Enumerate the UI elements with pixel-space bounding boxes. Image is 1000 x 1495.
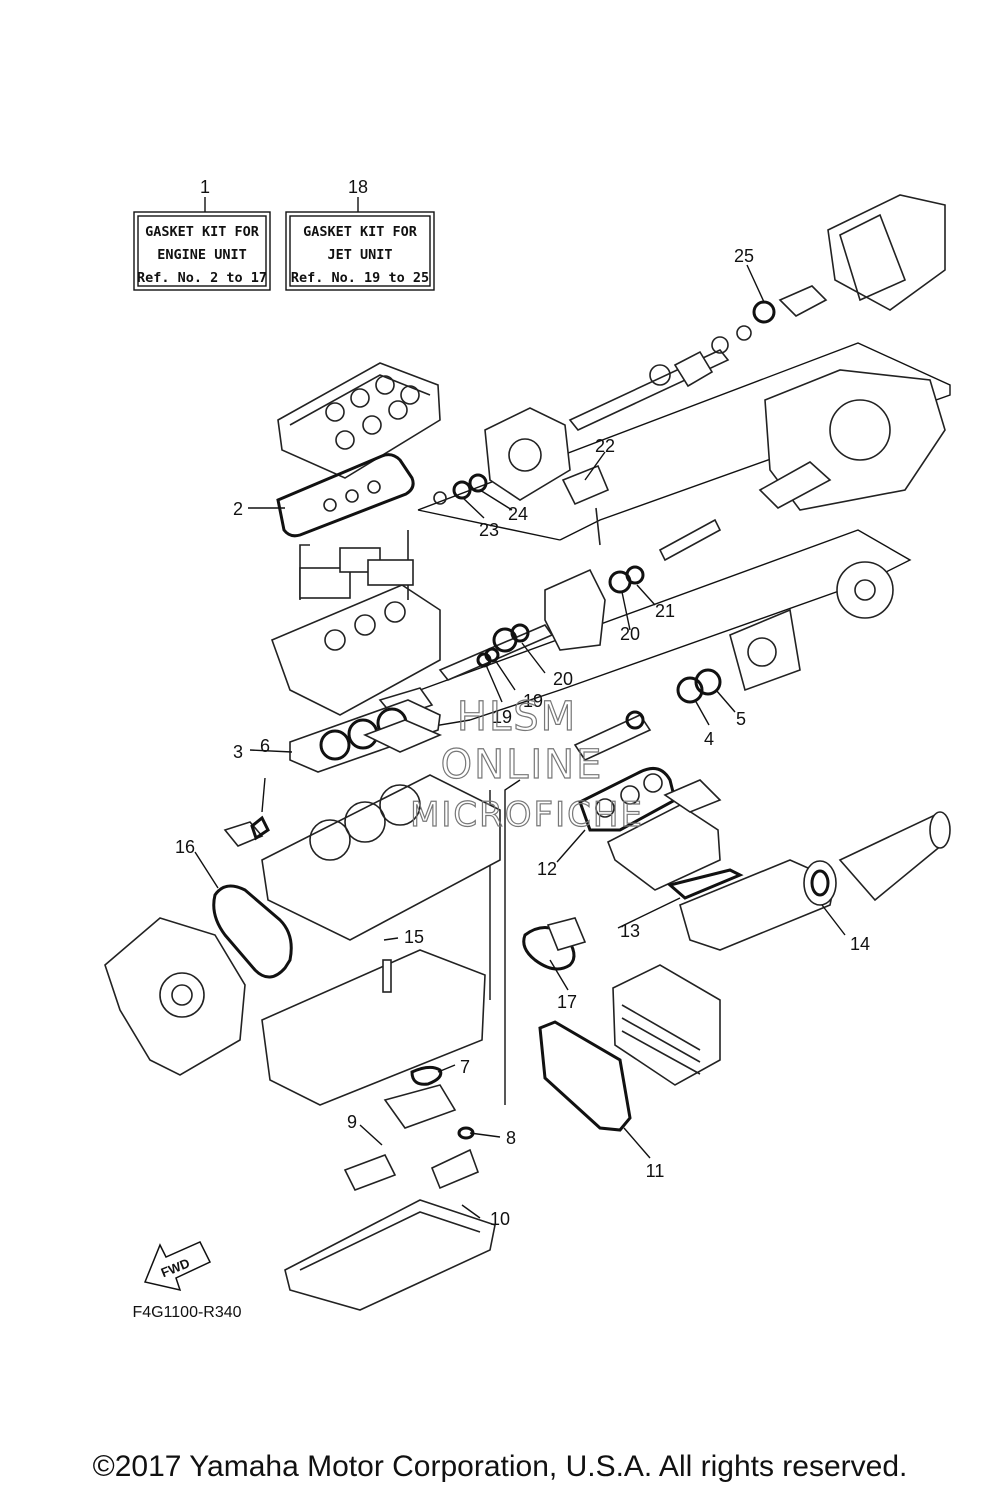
kit-ref-engine: 1 — [200, 177, 210, 197]
assembly-guide-lines — [379, 342, 951, 1105]
drive-shaft-middle — [438, 518, 722, 681]
cylinder-head-cover — [277, 362, 441, 479]
callout-label[interactable]: 19 — [492, 707, 512, 727]
callout-label[interactable]: 21 — [655, 601, 675, 621]
jet-nozzle — [752, 194, 946, 324]
oil-cooler — [612, 964, 721, 1086]
kit-box-jet[interactable]: 18 GASKET KIT FOR JET UNIT Ref. No. 19 t… — [285, 177, 435, 291]
callout-label[interactable]: 10 — [490, 1209, 510, 1229]
oil-pan — [284, 1199, 496, 1311]
callout-label[interactable]: 14 — [850, 934, 870, 954]
callout-label[interactable]: 15 — [404, 927, 424, 947]
oil-cooler-gasket — [538, 1020, 632, 1132]
callout-label[interactable]: 20 — [553, 669, 573, 689]
callout-label[interactable]: 19 — [523, 691, 543, 711]
kit-line: JET UNIT — [327, 247, 392, 263]
callout-label[interactable]: 6 — [260, 736, 270, 756]
crankcase-lower — [261, 949, 486, 1106]
callout-label[interactable]: 5 — [736, 709, 746, 729]
leader-lines — [194, 264, 846, 1219]
exhaust-pipe — [666, 811, 951, 951]
callout-label[interactable]: 16 — [175, 837, 195, 857]
callout-label[interactable]: 23 — [479, 520, 499, 540]
kit-line: GASKET KIT FOR — [303, 224, 418, 240]
cylinder-head — [270, 530, 441, 719]
drive-shaft-upper — [568, 325, 752, 431]
callout-label[interactable]: 13 — [620, 921, 640, 941]
jet-base-plate — [561, 464, 610, 546]
intake-housing — [433, 407, 571, 505]
watermark: HLSM ONLINE MICROFICHE — [409, 693, 644, 835]
crankcase-side-cover — [104, 884, 293, 1076]
watermark-line: MICROFICHE — [410, 795, 644, 835]
copyright-notice: ©2017 Yamaha Motor Corporation, U.S.A. A… — [92, 1450, 908, 1483]
callout-label[interactable]: 22 — [595, 436, 615, 456]
callout-label[interactable]: 25 — [734, 246, 754, 266]
cylinder-block — [223, 719, 501, 941]
callout-label[interactable]: 11 — [646, 1161, 665, 1181]
kit-ref-jet: 18 — [348, 177, 368, 197]
callout-label[interactable]: 20 — [620, 624, 640, 644]
kit-box-engine[interactable]: 1 GASKET KIT FOR ENGINE UNIT Ref. No. 2 … — [133, 177, 271, 291]
kit-line: Ref. No. 2 to 17 — [137, 270, 267, 286]
callout-label[interactable]: 9 — [347, 1112, 357, 1132]
impeller-housing — [758, 369, 946, 511]
stator-cover-gasket — [522, 917, 587, 971]
head-cover-gasket — [276, 453, 415, 538]
callout-label[interactable]: 7 — [460, 1057, 470, 1077]
callout-label[interactable]: 17 — [557, 992, 577, 1012]
kit-line: GASKET KIT FOR — [145, 224, 260, 240]
exhaust-manifold — [578, 766, 722, 891]
callout-label[interactable]: 8 — [506, 1128, 516, 1148]
oil-pump-assembly — [343, 1065, 480, 1192]
head-gasket — [289, 699, 441, 773]
forward-arrow: FWD — [143, 1241, 212, 1292]
watermark-line: ONLINE — [441, 742, 604, 788]
callout-label[interactable]: 12 — [537, 859, 557, 879]
callout-label[interactable]: 24 — [508, 504, 528, 524]
pump-impeller — [729, 561, 894, 692]
watermark-line: HLSM — [457, 694, 577, 740]
drive-shaft-lower — [573, 668, 722, 762]
kit-line: ENGINE UNIT — [157, 247, 246, 263]
callout-labels: 2 3 4 5 6 7 8 9 10 11 12 13 14 15 16 17 … — [175, 246, 870, 1229]
diagram-code: F4G1100-R340 — [132, 1304, 241, 1321]
callout-label[interactable]: 2 — [233, 499, 243, 519]
kit-line: Ref. No. 19 to 25 — [291, 270, 429, 286]
callout-label[interactable]: 4 — [704, 729, 714, 749]
callout-label[interactable]: 3 — [233, 742, 243, 762]
